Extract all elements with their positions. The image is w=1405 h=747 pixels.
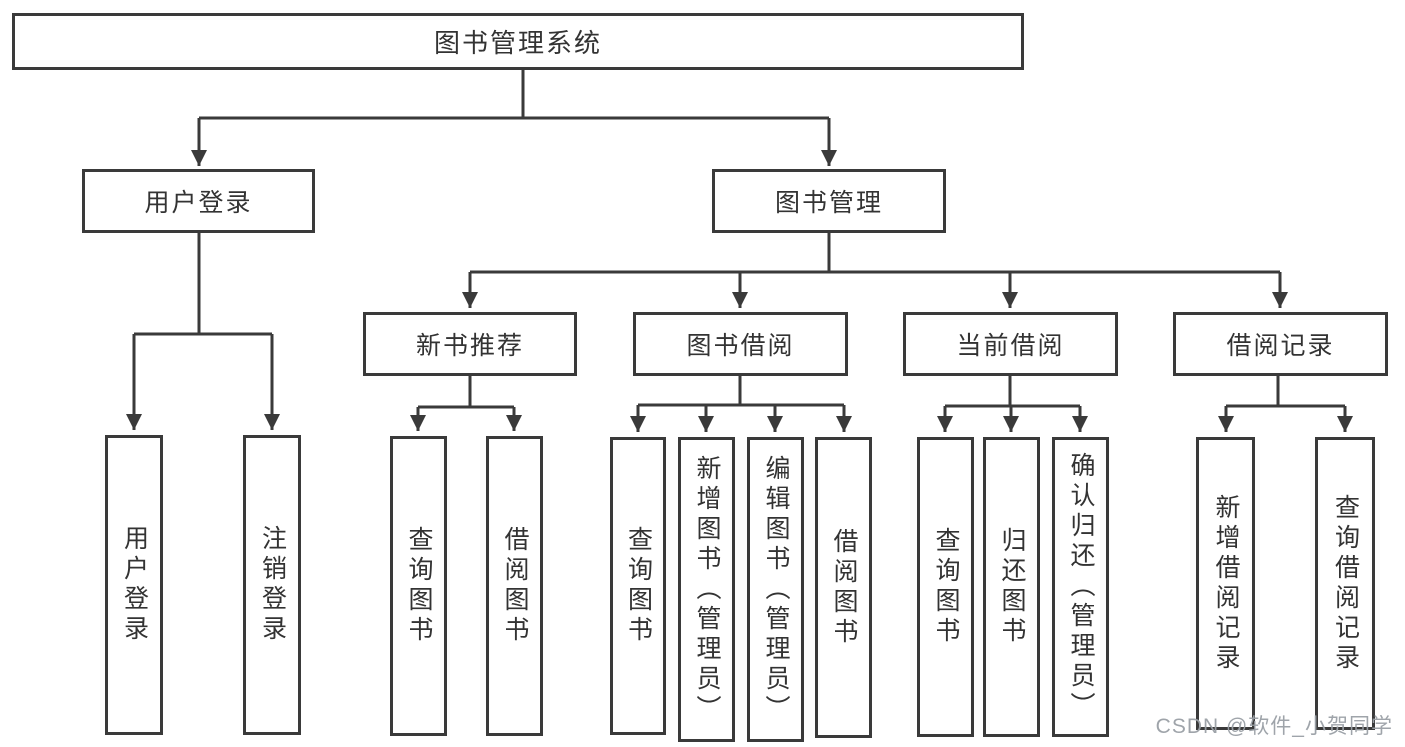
leaf-label: 借阅图书: [501, 526, 529, 646]
leaf-edit-books-admin: 编辑图书（管理员）: [747, 437, 804, 742]
node-borrowing-records: 借阅记录: [1173, 312, 1388, 376]
leaf-confirm-return-admin: 确认归还（管理员）: [1052, 437, 1109, 737]
node-book-borrowing: 图书借阅: [633, 312, 848, 376]
leaf-add-books-admin: 新增图书（管理员）: [678, 437, 735, 742]
leaf-query-borrow-record: 查询借阅记录: [1315, 437, 1375, 730]
node-label: 图书管理: [774, 189, 883, 217]
leaf-add-borrow-record: 新增借阅记录: [1196, 437, 1255, 730]
node-label: 借阅记录: [1226, 332, 1335, 360]
csdn-watermark: CSDN @软件_小贺同学: [1155, 715, 1393, 738]
leaf-borrow-books-recommend: 借阅图书: [486, 436, 543, 736]
leaf-label: 借阅图书: [830, 527, 858, 648]
node-label: 当前借阅: [956, 332, 1065, 360]
node-label: 图书借阅: [686, 332, 795, 360]
leaf-label: 查询图书: [932, 527, 960, 647]
node-library-management-system: 图书管理系统: [12, 13, 1024, 70]
leaf-query-books-borrowing: 查询图书: [610, 437, 666, 735]
node-current-borrowing: 当前借阅: [903, 312, 1118, 376]
leaf-borrow-books: 借阅图书: [815, 437, 872, 738]
leaf-label: 用户登录: [120, 525, 149, 645]
leaf-label: 确认归还（管理员）: [1067, 452, 1095, 722]
leaf-logout: 注销登录: [243, 435, 301, 735]
leaf-label: 查询图书: [405, 526, 433, 646]
leaf-label: 注销登录: [258, 525, 287, 645]
node-label: 新书推荐: [415, 332, 524, 360]
leaf-user-login: 用户登录: [105, 435, 163, 735]
node-label: 用户登录: [144, 189, 253, 217]
leaf-query-books-recommend: 查询图书: [390, 436, 447, 736]
leaf-label: 查询借阅记录: [1331, 493, 1360, 674]
node-new-book-recommendation: 新书推荐: [363, 312, 577, 376]
node-user-login: 用户登录: [82, 169, 315, 233]
leaf-query-books-current: 查询图书: [917, 437, 974, 737]
node-label: 图书管理系统: [433, 28, 602, 58]
leaf-return-books: 归还图书: [983, 437, 1040, 737]
leaf-label: 编辑图书（管理员）: [762, 454, 790, 725]
node-book-management: 图书管理: [712, 169, 946, 233]
leaf-label: 归还图书: [998, 527, 1026, 647]
leaf-label: 新增图书（管理员）: [693, 454, 721, 725]
leaf-label: 新增借阅记录: [1212, 493, 1240, 674]
leaf-label: 查询图书: [624, 526, 653, 646]
